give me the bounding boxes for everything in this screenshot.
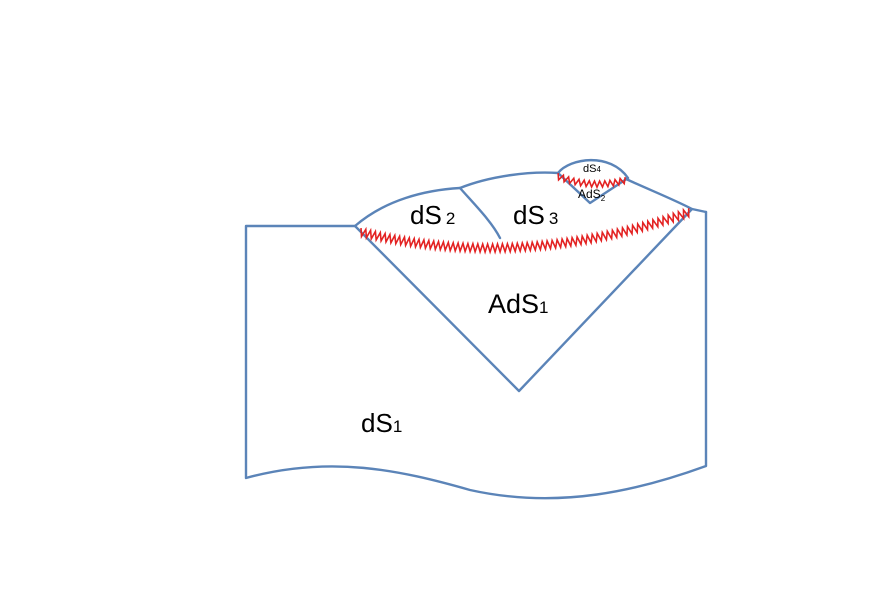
ads2-wedge-outline	[556, 171, 630, 205]
ads1-label: AdS1	[488, 289, 549, 319]
ds4-bubble-outline	[556, 158, 630, 180]
ds3-bubble-outline	[458, 171, 560, 190]
main-horizon-zigzag	[360, 207, 690, 255]
small-horizon-zigzag	[557, 173, 626, 190]
ads1-wedge-outline	[353, 207, 694, 393]
ds4-label: dS4	[583, 163, 601, 175]
right-cap-outline	[624, 177, 708, 214]
ds2-ds3-divider	[458, 186, 502, 240]
ads2-label: AdS2	[578, 187, 606, 203]
ds1-label: dS1	[361, 408, 402, 438]
ds1-region-outline	[244, 210, 708, 500]
ds2-bubble-outline	[353, 186, 462, 228]
